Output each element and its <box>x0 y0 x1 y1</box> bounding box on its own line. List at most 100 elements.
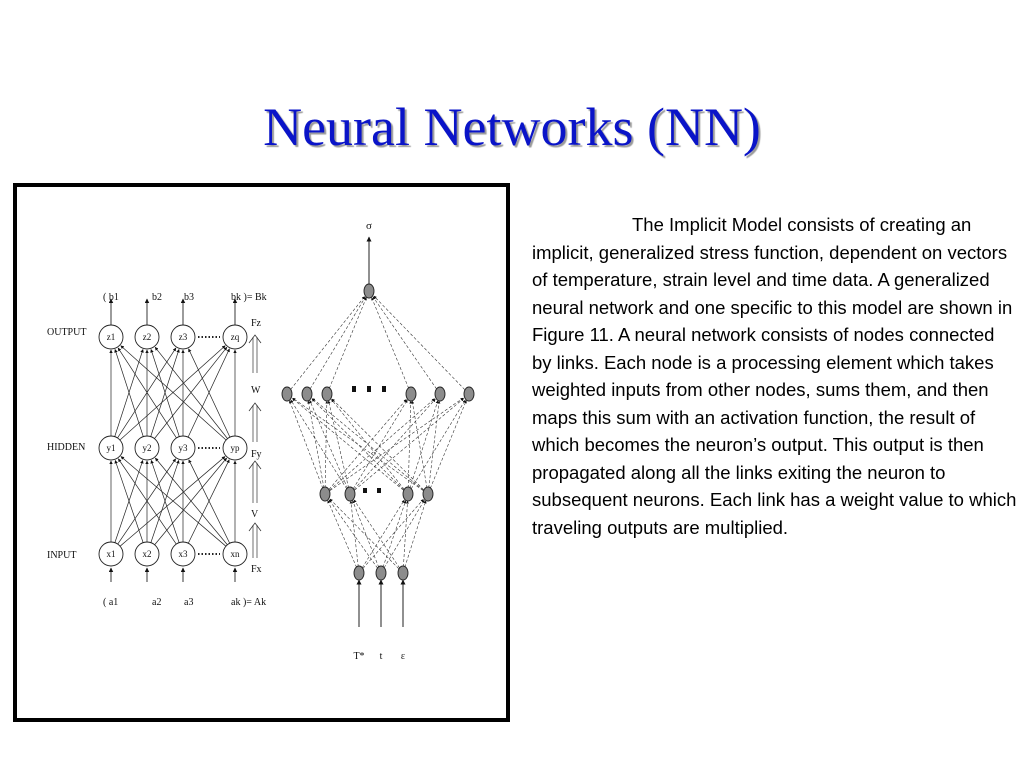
connection-line <box>354 398 464 491</box>
output-node <box>98 324 124 350</box>
layer-label: INPUT <box>47 550 76 561</box>
input-node <box>134 541 160 567</box>
input-node-label: x1 <box>107 549 116 559</box>
connection-line <box>403 500 409 568</box>
output-value-label: ( b1 <box>103 292 119 303</box>
input-value-label: ak )= Ak <box>231 597 266 608</box>
connection-line <box>150 459 180 543</box>
paragraph-body: creating an implicit, generalized stress… <box>532 214 1017 538</box>
input-label: T* <box>353 651 364 662</box>
input-node <box>222 541 248 567</box>
connection-line <box>372 296 437 390</box>
flow-arrow-head <box>248 402 262 412</box>
connection-line <box>120 456 227 547</box>
input-node-label: x3 <box>179 549 189 559</box>
connection-line <box>119 456 226 547</box>
connection-line <box>429 400 467 489</box>
output-value-label: b3 <box>184 292 194 303</box>
connection-line <box>311 398 404 490</box>
flow-arrow-head <box>248 334 262 344</box>
side-label: W <box>251 385 261 396</box>
connection-line <box>373 295 466 390</box>
output-node <box>134 324 160 350</box>
hidden-neuron <box>319 486 331 502</box>
paragraph-first-line: The Implicit Model consists of <box>632 214 875 235</box>
connection-line <box>154 346 228 439</box>
input-node <box>98 541 124 567</box>
connection-line <box>114 349 144 437</box>
connection-line <box>188 459 231 544</box>
input-value-label: a2 <box>152 597 161 608</box>
ellipsis-dot <box>352 386 356 392</box>
connection-line <box>118 458 177 545</box>
connection-line <box>114 459 144 543</box>
input-node-label: xn <box>231 549 241 559</box>
connection-line <box>329 398 435 491</box>
connection-line <box>307 400 325 489</box>
hidden-node <box>134 435 160 461</box>
connection-line <box>382 500 407 568</box>
output-label: σ <box>366 220 372 232</box>
output-node-label: zq <box>231 332 240 342</box>
input-node <box>170 541 196 567</box>
connection-line <box>352 500 380 568</box>
connection-line <box>188 348 231 438</box>
connection-line <box>361 499 405 569</box>
output-node <box>170 324 196 350</box>
connection-line <box>409 400 439 489</box>
paragraph: The Implicit Model consists of creating … <box>532 211 1017 541</box>
output-neuron <box>363 283 375 299</box>
side-label: Fy <box>251 449 262 460</box>
connection-line <box>309 400 348 489</box>
side-label: V <box>251 509 259 520</box>
hidden-neuron <box>281 386 293 402</box>
hidden-neuron <box>405 386 417 402</box>
flow-arrow-head <box>248 522 262 532</box>
connection-line <box>404 500 427 568</box>
output-node-label: z1 <box>107 332 116 342</box>
input-node-label: x2 <box>143 549 152 559</box>
connection-line <box>329 397 464 491</box>
connection-line <box>353 398 436 490</box>
connection-line <box>117 347 177 439</box>
layer-label: OUTPUT <box>47 327 86 338</box>
layer-label: HIDDEN <box>47 442 85 453</box>
connection-line <box>371 297 410 389</box>
hidden-neuron <box>422 486 434 502</box>
connection-line <box>428 400 441 489</box>
ellipsis-dot <box>377 488 381 493</box>
connection-line <box>290 399 348 490</box>
connection-line <box>292 397 424 491</box>
connection-line <box>154 346 228 439</box>
output-node-label: z2 <box>143 332 152 342</box>
input-neuron <box>397 565 409 581</box>
connection-line <box>309 296 366 390</box>
input-value-label: ( a1 <box>103 597 118 608</box>
input-neuron <box>353 565 365 581</box>
connection-line <box>353 499 400 569</box>
output-node-label: z3 <box>179 332 188 342</box>
hidden-node-label: y2 <box>143 443 152 453</box>
ellipsis-dot <box>367 386 371 392</box>
output-node <box>222 324 248 350</box>
connection-line <box>328 499 378 569</box>
connection-line <box>292 398 404 491</box>
connection-line <box>327 500 357 568</box>
connection-line <box>331 398 424 490</box>
connection-line <box>328 297 367 389</box>
hidden-neuron <box>301 386 313 402</box>
input-label: t <box>380 651 383 662</box>
connection-line <box>329 498 399 569</box>
hidden-neuron <box>321 386 333 402</box>
side-label: Fz <box>251 318 262 329</box>
hidden-node <box>222 435 248 461</box>
connection-line <box>187 459 230 544</box>
flow-arrow-head <box>248 460 262 470</box>
hidden-node <box>98 435 124 461</box>
output-value-label: b2 <box>152 292 162 303</box>
slide-title: Neural Networks (NN) <box>263 97 761 157</box>
